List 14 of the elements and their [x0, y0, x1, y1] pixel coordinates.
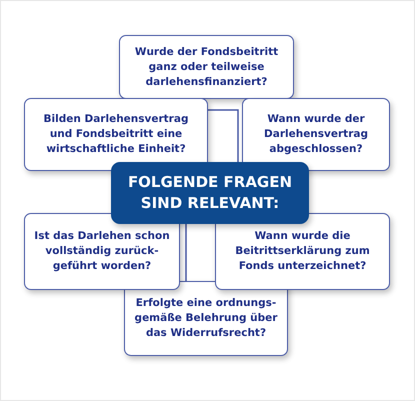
question-text: Ist das Darlehen schon vollständig zurück-geführt worden?: [33, 229, 171, 274]
question-box: [24, 98, 208, 171]
question-box: [24, 213, 180, 290]
question-text: Bilden Darlehensvertrag und Fondsbeitritt eine wirtschaftliche Einheit?: [42, 112, 190, 157]
question-text: Wann wurde der Darlehensvertrag abgeschlossen?: [263, 112, 369, 157]
question-box: [215, 213, 390, 290]
question-text: Wann wurde die Beitrittserklärung zum Fonds unterzeichnet?: [234, 229, 371, 274]
question-box: [119, 35, 294, 99]
heading-box: [111, 162, 309, 224]
question-box: [242, 98, 390, 171]
heading-text: FOLGENDE FRAGEN SIND RELEVANT:: [126, 172, 294, 214]
question-text: Wurde der Fondsbeitritt ganz oder teilweise darlehensfinanziert?: [134, 44, 280, 90]
question-box: [124, 281, 288, 356]
question-text: Erfolgte eine ordnungs-gemäße Belehrung über das Widerrufsrecht?: [134, 296, 278, 341]
